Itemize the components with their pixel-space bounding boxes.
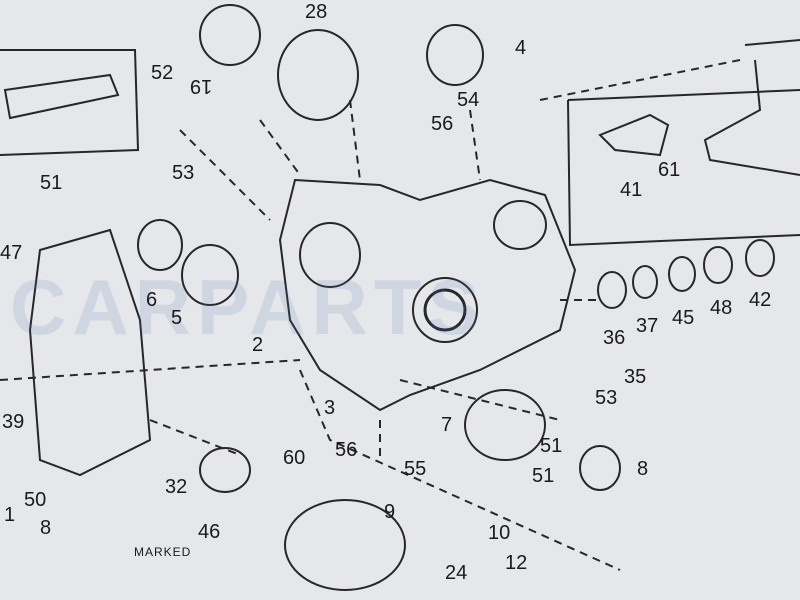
seal-row (597, 239, 775, 309)
gear-9 (284, 499, 406, 591)
callout-2: 2 (252, 334, 264, 356)
callout-19: 19 (190, 75, 213, 97)
callout-45: 45 (672, 307, 695, 329)
callout-3: 3 (324, 397, 336, 419)
inset-box-topleft (0, 49, 140, 156)
callout-36: 36 (603, 327, 626, 349)
marked-label: MARKED (134, 545, 192, 559)
cover-7 (464, 389, 546, 461)
callout-8b: 8 (40, 517, 52, 539)
callout-24: 24 (445, 562, 468, 584)
leader-lines (0, 59, 741, 571)
inset-box-right (567, 89, 800, 247)
callout-6: 6 (146, 289, 158, 311)
callout-7: 7 (441, 414, 453, 436)
cover-plate-47 (28, 228, 152, 477)
callout-46: 46 (198, 521, 221, 543)
callout-4: 4 (515, 37, 527, 59)
callout-56: 56 (431, 113, 454, 135)
shaft (3, 73, 120, 120)
callout-56b: 56 (335, 439, 358, 461)
callout-52: 52 (151, 62, 174, 84)
callout-61: 61 (658, 159, 681, 181)
housing (278, 178, 577, 412)
bearing-5 (181, 244, 239, 306)
callout-28: 28 (305, 1, 328, 23)
callout-5: 5 (171, 307, 183, 329)
callout-53b: 53 (595, 387, 618, 409)
callout-53: 53 (172, 162, 195, 184)
callout-32: 32 (165, 476, 188, 498)
callout-8: 8 (637, 458, 649, 480)
callout-51: 51 (40, 172, 63, 194)
bearing-6 (137, 219, 183, 271)
callout-41: 41 (620, 179, 643, 201)
bracket (703, 39, 800, 176)
callout-10: 10 (488, 522, 511, 544)
flange-bore (299, 222, 361, 288)
callout-9: 9 (384, 501, 396, 523)
callout-55: 55 (404, 458, 427, 480)
snap-ring (199, 4, 261, 66)
part-4 (426, 24, 484, 86)
callout-35: 35 (624, 366, 647, 388)
callout-60: 60 (283, 447, 306, 469)
callout-1: 1 (4, 504, 16, 526)
housing-bore-inner (423, 288, 467, 332)
housing-bore (412, 277, 478, 343)
callout-51b: 51 (540, 435, 563, 457)
gear-28 (277, 29, 359, 121)
callout-37: 37 (636, 315, 659, 337)
callout-42: 42 (749, 289, 772, 311)
watermark: CARPARTS (10, 263, 486, 351)
callout-54: 54 (457, 89, 480, 111)
bearing-32 (199, 447, 251, 493)
flange-8 (579, 445, 621, 491)
callout-51c: 51 (532, 465, 555, 487)
flange-41 (598, 113, 670, 157)
callout-50: 50 (24, 489, 47, 511)
callout-39: 39 (2, 411, 25, 433)
callout-47: 47 (0, 242, 23, 264)
callout-12: 12 (505, 552, 528, 574)
callout-48: 48 (710, 297, 733, 319)
upper-bore (493, 200, 547, 250)
